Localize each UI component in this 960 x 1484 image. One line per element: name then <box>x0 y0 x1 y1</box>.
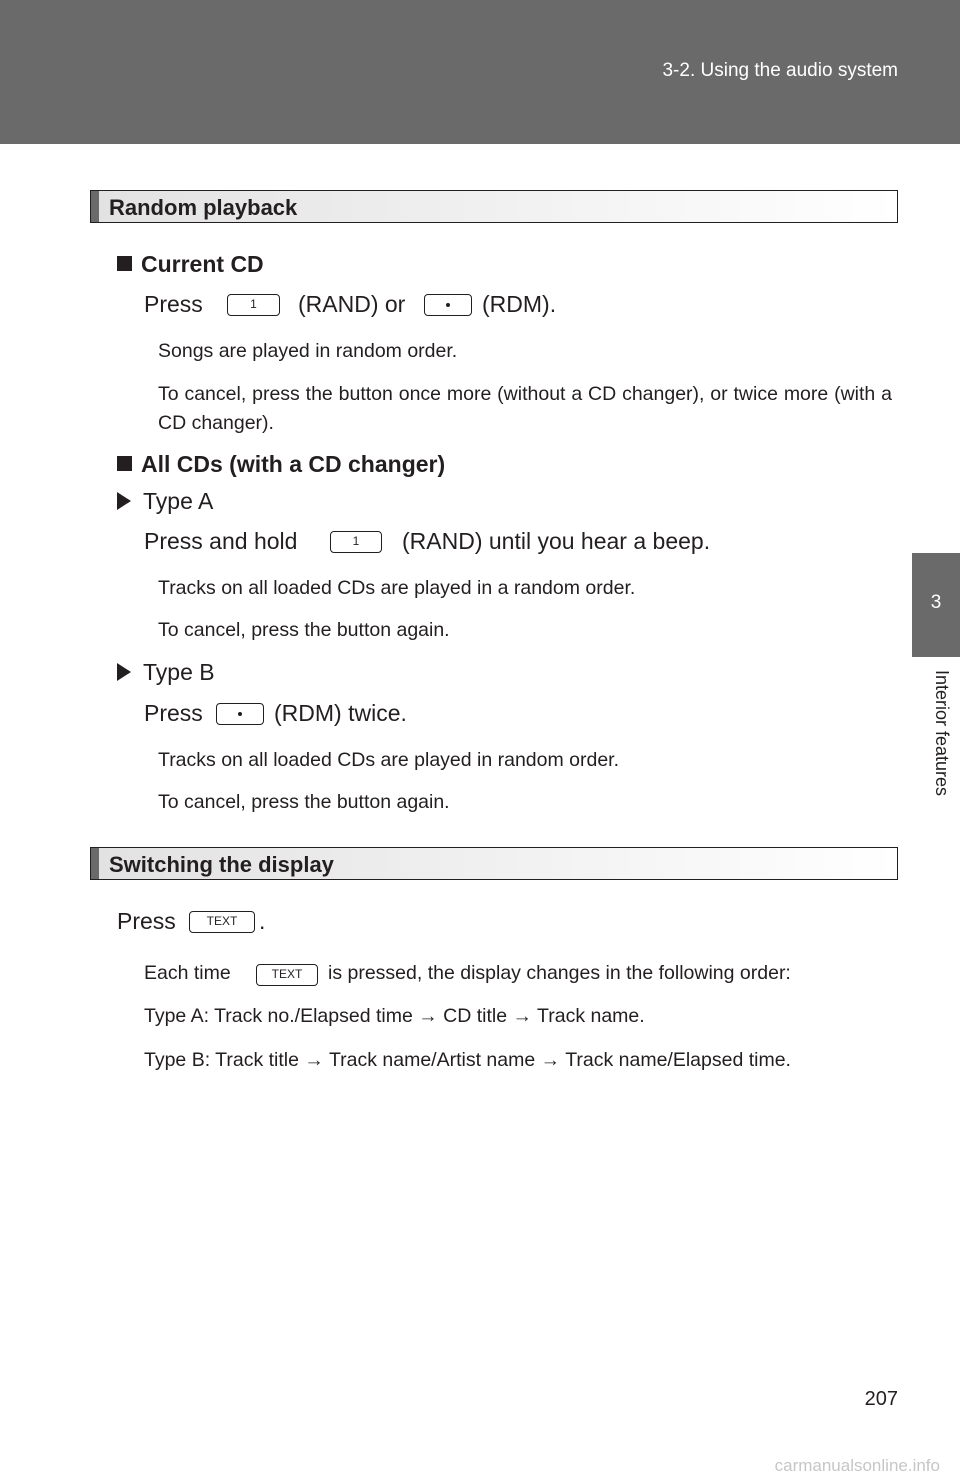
subheading-all-cds: All CDs (with a CD changer) <box>117 451 445 478</box>
subheading-current-cd: Current CD <box>117 251 264 278</box>
press-word: Press <box>144 700 203 726</box>
key-dot-icon <box>424 294 472 316</box>
chapter-label: Interior features <box>932 670 952 797</box>
press-word: Press <box>144 291 203 317</box>
rand-text: (RAND) or <box>298 291 406 317</box>
type-b-label: Type B <box>117 659 215 686</box>
section-header-random-playback: Random playback <box>90 190 898 223</box>
section-header-bar <box>91 848 99 879</box>
square-bullet-icon <box>117 256 132 271</box>
note-text: To cancel, press the button again. <box>158 791 450 813</box>
key-dot-icon <box>216 703 264 725</box>
order-type-b: Type B: Track title → Track name/Artist … <box>144 1049 791 1071</box>
press-hold-text: Press and hold <box>144 528 298 554</box>
type-a-label: Type A <box>117 488 213 515</box>
note-text: To cancel, press the button again. <box>158 619 450 641</box>
square-bullet-icon <box>117 456 132 471</box>
arrow-right-icon <box>117 663 131 681</box>
key-1-icon: 1 <box>330 531 382 553</box>
chapter-tab: 3 <box>912 553 960 657</box>
rdm-twice-text: (RDM) twice. <box>274 700 407 726</box>
note-text: Tracks on all loaded CDs are played in a… <box>158 577 636 599</box>
order-type-a: Type A: Track no./Elapsed time → CD titl… <box>144 1005 645 1027</box>
page-number: 207 <box>864 1388 898 1410</box>
breadcrumb: 3-2. Using the audio system <box>662 60 898 81</box>
key-text-icon: TEXT <box>189 911 255 933</box>
section-title: Random playback <box>109 195 298 220</box>
period-text: . <box>259 908 266 934</box>
key-1-icon: 1 <box>227 294 280 316</box>
watermark: carmanualsonline.info <box>774 1456 940 1475</box>
header-band <box>0 0 960 144</box>
note-text: Songs are played in random order. <box>158 340 458 362</box>
section-header-switching-display: Switching the display <box>90 847 898 880</box>
press-word: Press <box>117 908 176 934</box>
note-text: To cancel, press the button once more (w… <box>158 383 892 434</box>
note-text: Tracks on all loaded CDs are played in r… <box>158 749 620 771</box>
arrow-right-icon <box>117 492 131 510</box>
rdm-text: (RDM). <box>482 291 557 317</box>
section-header-bar <box>91 191 99 222</box>
each-time-rest: is pressed, the display changes in the f… <box>328 962 791 984</box>
key-text-icon: TEXT <box>256 964 318 986</box>
each-time-text: Each time <box>144 962 231 984</box>
section-title: Switching the display <box>109 852 334 877</box>
rand-until-text: (RAND) until you hear a beep. <box>402 528 711 554</box>
